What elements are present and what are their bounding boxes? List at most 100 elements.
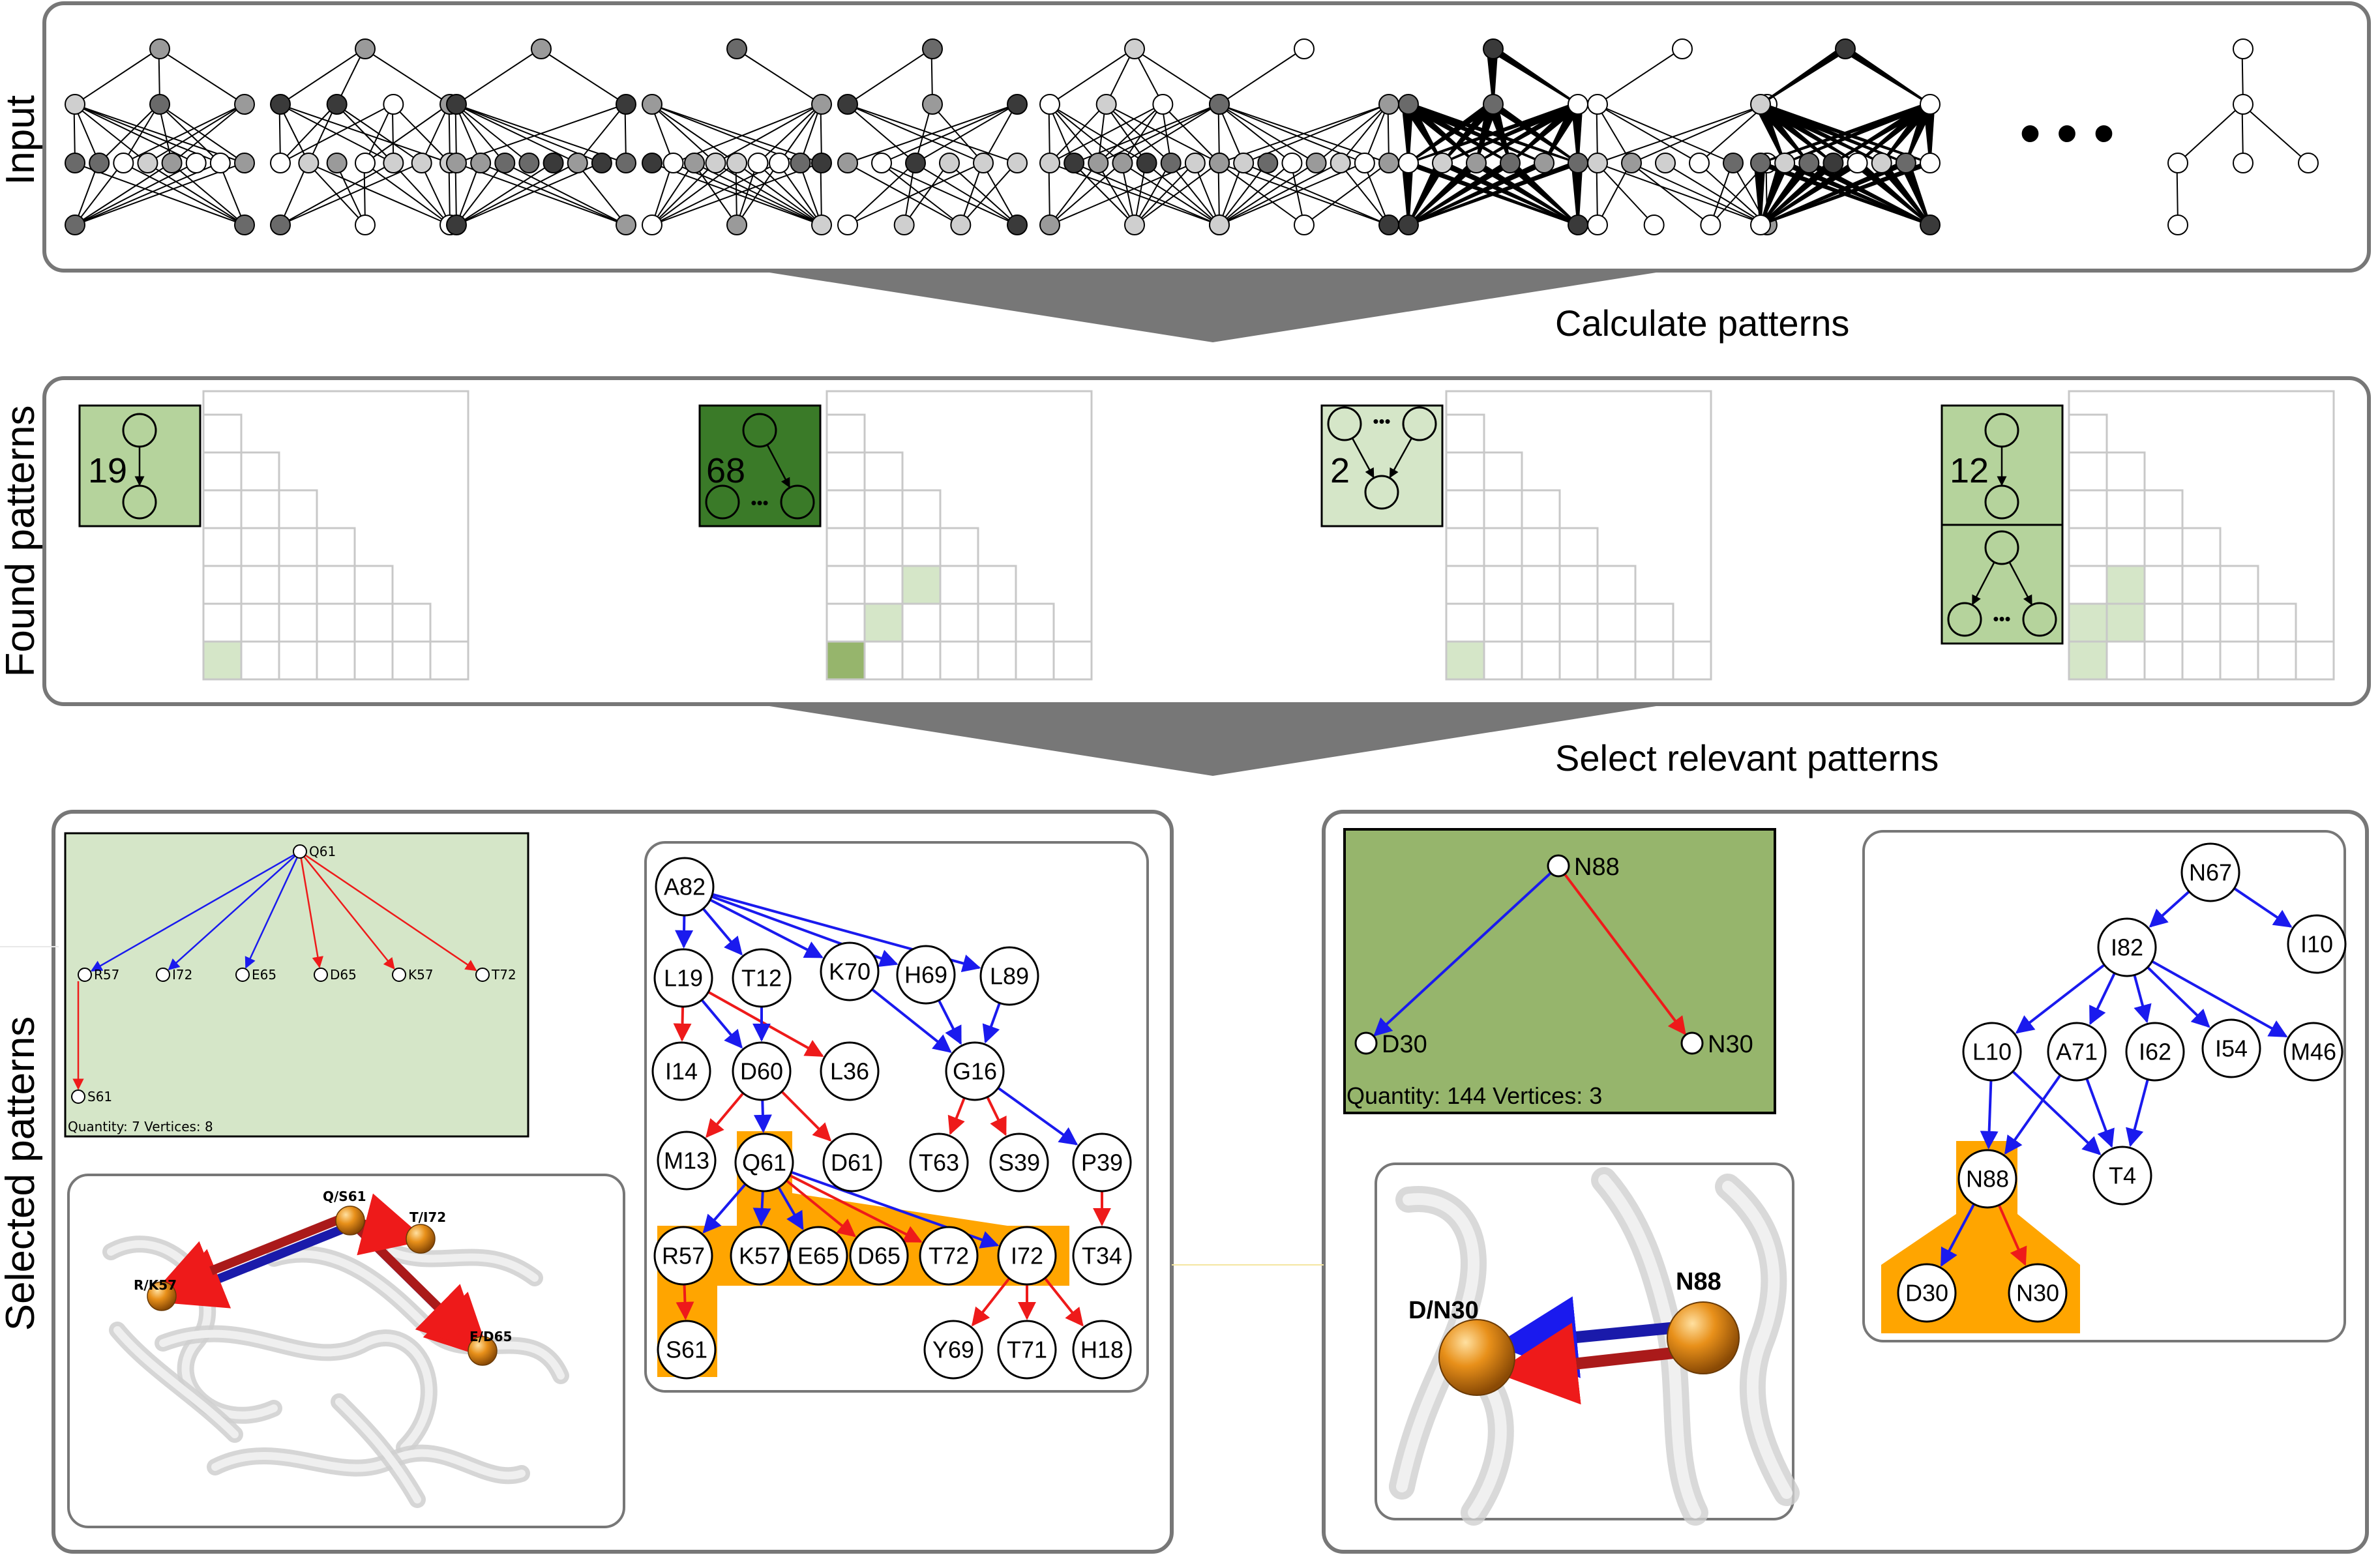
tree-node-label: I62 [2139, 1039, 2171, 1065]
input-node [1209, 153, 1230, 173]
input-edge [455, 104, 578, 164]
input-edge [651, 104, 801, 164]
input-node [591, 153, 612, 173]
tree-edge [702, 1183, 747, 1234]
input-edge [1219, 162, 1340, 226]
tree-edge [2004, 1074, 2062, 1155]
tree-edge [2089, 972, 2116, 1026]
found-section-label: Found patterns [0, 405, 43, 677]
input-node [1500, 153, 1521, 173]
tree-node [2180, 842, 2240, 902]
input-edge [651, 104, 822, 164]
tree-edge [982, 1002, 1001, 1044]
input-node [922, 38, 943, 59]
input-node [2233, 38, 2254, 59]
input-edge [981, 162, 1018, 226]
input-edge [777, 162, 822, 226]
tree-node-label: N67 [2189, 859, 2232, 886]
input-node [567, 153, 588, 173]
tree-node [945, 1041, 1005, 1101]
input-node [616, 94, 636, 115]
tree-node-label: T71 [1007, 1337, 1047, 1363]
input-edge [1663, 162, 1768, 226]
input-node [1920, 215, 1941, 235]
input-node [137, 153, 158, 173]
input-node [705, 153, 726, 173]
input-edge [307, 162, 366, 226]
input-node [1871, 153, 1892, 173]
input-node [1281, 153, 1303, 173]
tree-node [734, 1133, 794, 1192]
input-node [837, 153, 858, 173]
input-edge [714, 162, 822, 226]
input-edge [146, 162, 245, 226]
pattern-node [1547, 854, 1570, 878]
tree-edge [709, 898, 824, 958]
input-edge [456, 48, 541, 105]
tree-node-label: T34 [1082, 1243, 1122, 1269]
input-edge [503, 162, 627, 226]
input-node [355, 153, 376, 173]
tree-node [849, 1226, 909, 1286]
grid-cell-shaded [865, 604, 902, 642]
structure-arrow-red [151, 1212, 348, 1301]
grid-frame [202, 390, 469, 681]
tree-node [788, 1226, 848, 1286]
pattern-node-label: R57 [94, 967, 119, 983]
pattern-edge [300, 857, 323, 968]
tree-edge [1997, 1204, 2027, 1266]
input-edge [335, 104, 423, 164]
input-edge [735, 48, 822, 105]
input-node [2167, 153, 2188, 173]
input-node [1432, 153, 1453, 173]
pattern-node [742, 413, 777, 448]
pattern-node [71, 1089, 85, 1104]
tree-node [919, 1226, 979, 1286]
input-node [270, 94, 291, 115]
input-node [662, 153, 684, 173]
tree-node [651, 1041, 711, 1101]
input-edge [1217, 162, 1305, 226]
input-edge [1412, 103, 1579, 164]
tree-edge [2085, 1078, 2115, 1148]
input-edge [308, 104, 337, 164]
input-node [1750, 153, 1771, 173]
tree-node-label: I14 [665, 1058, 698, 1085]
pattern-edge [1971, 561, 1995, 606]
tree-node [2283, 1022, 2343, 1082]
input-edge [1760, 48, 1850, 106]
grid-frame [2068, 390, 2335, 681]
input-node [1305, 153, 1327, 173]
input-graph [2167, 38, 2319, 235]
input-edge [692, 162, 737, 226]
tree-node [732, 948, 792, 1008]
input-edge [846, 104, 916, 164]
tree-edge [2126, 1079, 2149, 1148]
input-edge [1412, 162, 1579, 226]
input-edge [1315, 104, 1389, 164]
pattern-box-bg [64, 832, 529, 1138]
input-node [1294, 215, 1315, 235]
found-patterns-row: 19•••68•••2•••12 [78, 390, 2335, 681]
input-node [1209, 94, 1230, 115]
grid-cell-shaded [203, 642, 241, 679]
tree-edge [706, 1092, 745, 1138]
input-edge [1219, 48, 1304, 105]
input-graph [1209, 38, 1399, 235]
pattern-edge [1389, 437, 1413, 479]
input-edge [74, 104, 245, 164]
pattern-count: 12 [1950, 451, 1989, 490]
input-node [1136, 153, 1157, 173]
tree-node [896, 945, 956, 1005]
input-node [973, 153, 994, 173]
pattern-node-label: D65 [330, 967, 357, 983]
funnel-arrow-1 [769, 273, 1656, 342]
input-node [446, 94, 467, 115]
input-edge [915, 104, 1017, 164]
input-edge [1597, 48, 1682, 105]
pattern-edge [2008, 561, 2032, 606]
input-edge [74, 104, 197, 164]
input-edge [456, 162, 505, 226]
tree-edge [947, 1097, 966, 1135]
tree-node-label: Y69 [932, 1337, 974, 1363]
